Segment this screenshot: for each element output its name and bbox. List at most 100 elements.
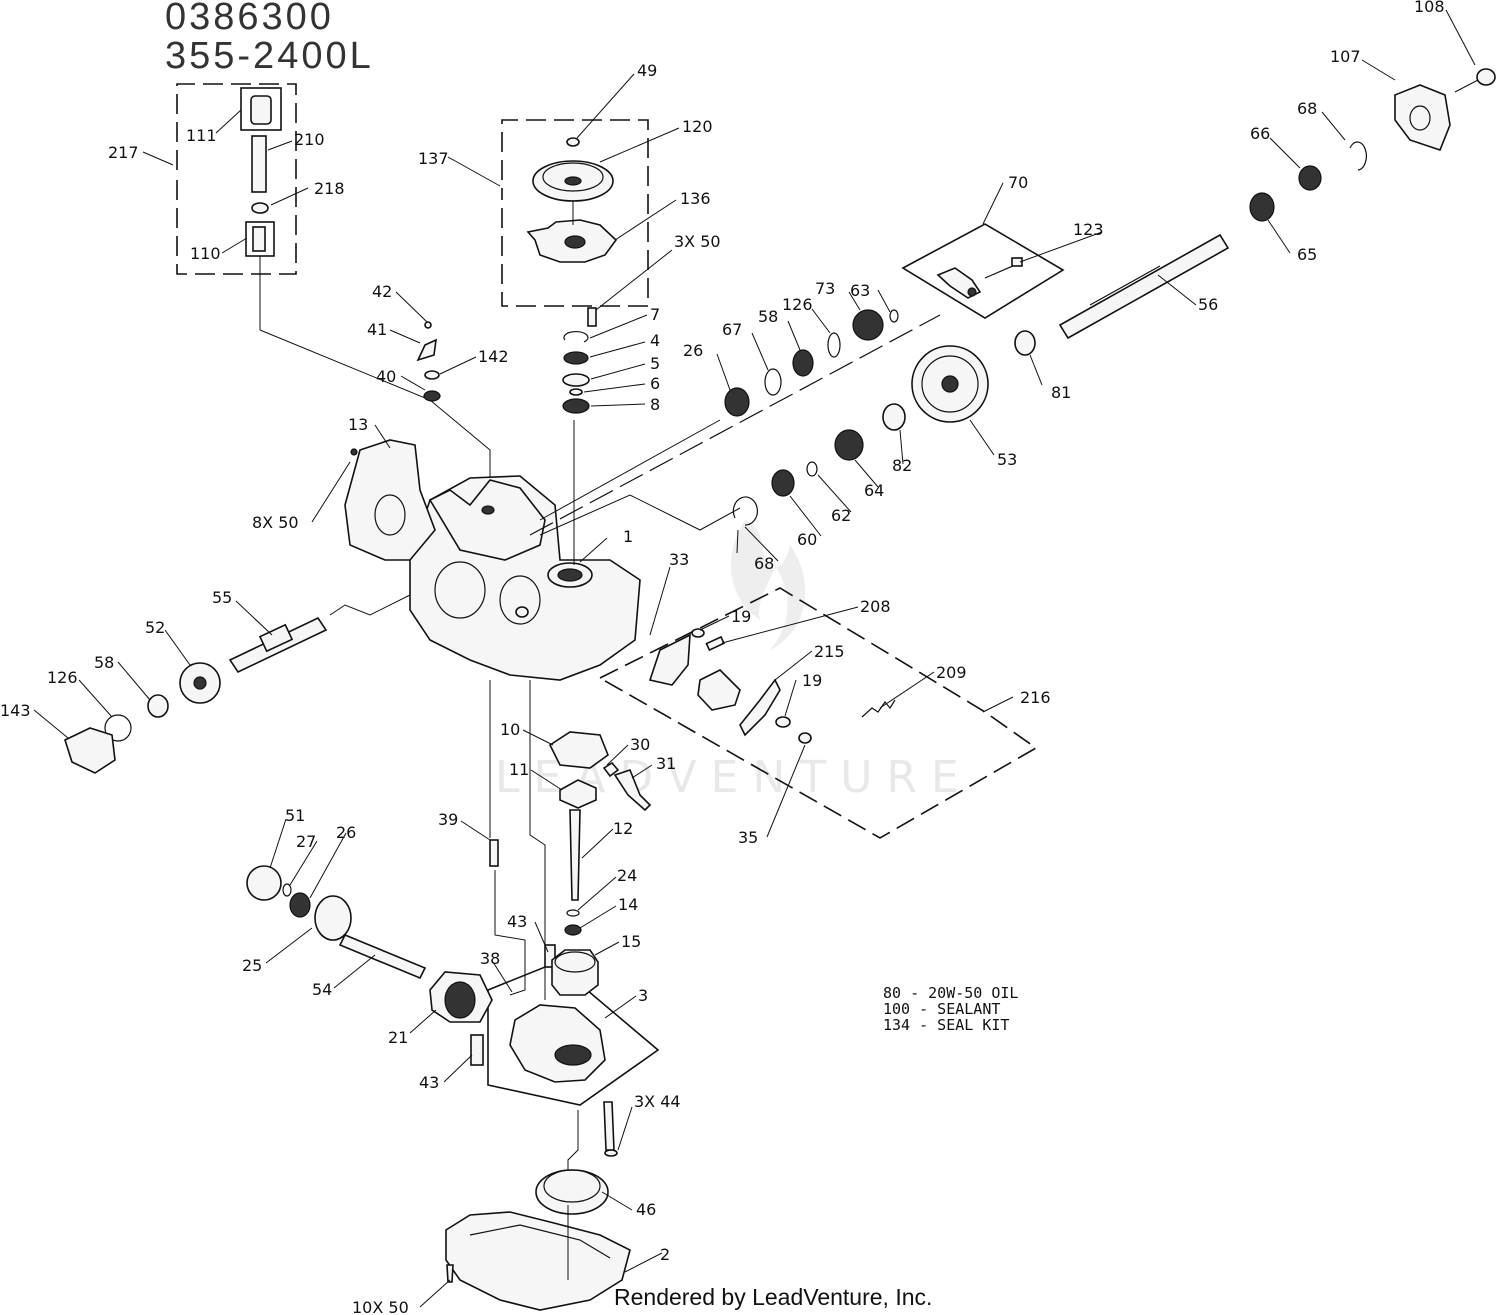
callout-3x44: 3X 44 (634, 1092, 681, 1111)
axle-assembly (724, 68, 1496, 526)
callout-111: 111 (186, 126, 217, 145)
callout-120: 120 (682, 117, 713, 136)
callout-70: 70 (1008, 173, 1028, 192)
callout-123: 123 (1073, 220, 1104, 239)
callout-51: 51 (285, 806, 305, 825)
callout-43a: 43 (507, 912, 527, 931)
callout-73: 73 (815, 279, 835, 298)
callout-4: 4 (650, 331, 660, 350)
callout-24: 24 (617, 866, 637, 885)
callout-10: 10 (500, 720, 520, 739)
center-stack-parts (562, 330, 590, 565)
middle-column-parts (489, 680, 652, 1000)
callout-38: 38 (480, 949, 500, 968)
callout-81: 81 (1051, 383, 1071, 402)
callout-40: 40 (376, 367, 396, 386)
left-shaft-group (64, 594, 411, 774)
callout-63: 63 (850, 281, 870, 300)
model-number: 0386300 (165, 0, 334, 38)
callout-215: 215 (814, 642, 845, 661)
callout-25: 25 (242, 956, 262, 975)
callout-1: 1 (623, 527, 633, 546)
callout-60: 60 (797, 530, 817, 549)
callout-56: 56 (1198, 295, 1218, 314)
callout-217: 217 (108, 143, 139, 162)
callout-82: 82 (892, 456, 912, 475)
note-sealant: 100 - SEALANT (883, 1000, 1000, 1018)
callout-143: 143 (0, 701, 31, 720)
kit-box-216 (598, 587, 1038, 839)
callout-19b: 19 (802, 671, 822, 690)
callout-62: 62 (831, 506, 851, 525)
callout-6: 6 (650, 374, 660, 393)
lower-left-shaft-group (246, 865, 493, 1023)
callout-68a: 68 (754, 554, 774, 573)
callout-2: 2 (660, 1245, 670, 1264)
callout-137: 137 (418, 149, 449, 168)
side-cover-13 (344, 439, 436, 561)
callout-107: 107 (1330, 47, 1361, 66)
callout-126b: 126 (47, 668, 78, 687)
kit-box-137 (501, 119, 649, 327)
callout-52: 52 (145, 618, 165, 637)
callout-55: 55 (212, 588, 232, 607)
callout-27: 27 (296, 832, 316, 851)
callout-15: 15 (621, 932, 641, 951)
callout-39: 39 (438, 810, 458, 829)
part-40-42-group (416, 321, 441, 402)
callout-49: 49 (637, 61, 657, 80)
callout-208: 208 (860, 597, 891, 616)
callout-136: 136 (680, 189, 711, 208)
callout-8: 8 (650, 395, 660, 414)
callout-11: 11 (509, 760, 529, 779)
callout-21: 21 (388, 1028, 408, 1047)
callout-66: 66 (1250, 124, 1270, 143)
callout-leaders (33, 9, 1476, 1308)
callout-110: 110 (190, 244, 221, 263)
callout-126a: 126 (782, 295, 813, 314)
note-seal-kit: 134 - SEAL KIT (883, 1016, 1009, 1034)
model-number-alt: 355-2400L (165, 35, 374, 77)
callout-65: 65 (1297, 245, 1317, 264)
callout-108: 108 (1414, 0, 1445, 16)
callout-30: 30 (630, 735, 650, 754)
callout-10x50: 10X 50 (352, 1298, 409, 1315)
callout-33: 33 (669, 550, 689, 569)
callout-3x50: 3X 50 (674, 232, 721, 251)
callout-41: 41 (367, 320, 387, 339)
callout-54: 54 (312, 980, 332, 999)
callout-142: 142 (478, 347, 509, 366)
callout-67: 67 (722, 320, 742, 339)
callout-26a: 26 (683, 341, 703, 360)
callout-58b: 58 (94, 653, 114, 672)
leader-housing-axle (529, 314, 941, 536)
kit-box-3 (470, 944, 660, 1106)
callout-26b: 26 (336, 823, 356, 842)
callout-209: 209 (936, 663, 967, 682)
callout-53: 53 (997, 450, 1017, 469)
callout-14: 14 (618, 895, 638, 914)
callout-7: 7 (650, 305, 660, 324)
kit-box-217 (176, 83, 491, 515)
callout-68b: 68 (1297, 99, 1317, 118)
callout-58a: 58 (758, 307, 778, 326)
notes: 80 - 20W-50 OIL 100 - SEALANT 134 - SEAL… (883, 984, 1018, 1034)
note-oil: 80 - 20W-50 OIL (883, 984, 1018, 1002)
callout-216: 216 (1020, 688, 1051, 707)
callout-3: 3 (638, 986, 648, 1005)
callout-42: 42 (372, 282, 392, 301)
callout-5: 5 (650, 354, 660, 373)
callout-12: 12 (613, 819, 633, 838)
callout-31: 31 (656, 754, 676, 773)
callout-43b: 43 (419, 1073, 439, 1092)
render-credit: Rendered by LeadVenture, Inc. (614, 1284, 932, 1310)
main-housing-1 (409, 475, 641, 681)
bottom-parts (445, 1101, 631, 1311)
callout-210: 210 (294, 130, 325, 149)
callout-19a: 19 (731, 607, 751, 626)
watermark-logo (730, 520, 806, 650)
callout-35: 35 (738, 828, 758, 847)
callout-13: 13 (348, 415, 368, 434)
callout-64: 64 (864, 481, 884, 500)
